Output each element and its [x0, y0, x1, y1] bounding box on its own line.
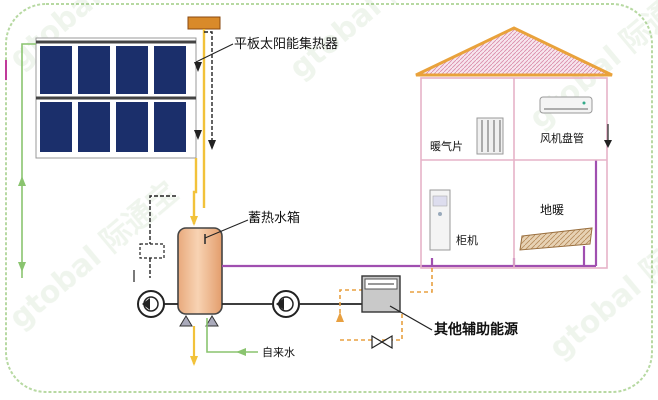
cabinet-ac-unit [429, 189, 451, 251]
arrow-up-icon [336, 312, 344, 322]
floor-heating-slab [519, 227, 593, 251]
arrow-down-icon [190, 356, 198, 366]
arrow-down-icon [18, 262, 26, 272]
collector-leader-line [195, 43, 234, 63]
arrow-up-icon [18, 176, 26, 186]
solar-panel [78, 102, 110, 152]
arrow-down-icon [194, 130, 202, 140]
solar-panel [116, 46, 148, 94]
solar-panel [40, 102, 72, 152]
fan-coil-unit [539, 96, 593, 114]
fan-coil-label: 风机盘管 [540, 131, 584, 145]
tap-water-label: 自来水 [262, 346, 295, 359]
floor-heating-label: 地暖 [540, 203, 564, 217]
collector-label: 平板太阳能集热器 [234, 36, 338, 52]
right-pump [272, 290, 300, 318]
arrow-left-icon [236, 348, 246, 356]
storage-tank [177, 227, 223, 327]
tank-foot [179, 315, 193, 327]
arrow-down-icon [194, 62, 202, 72]
controller-box [139, 243, 165, 259]
arrow-down-icon [190, 216, 198, 226]
temperature-sensor [187, 16, 221, 30]
aux-leader-line [389, 305, 433, 331]
outer-frame [5, 3, 653, 393]
roof [415, 26, 613, 77]
arrow-down-icon [604, 140, 612, 148]
green-return-loop [21, 43, 36, 278]
tank-foot [205, 315, 219, 327]
radiator-unit [476, 117, 504, 155]
cabinet-unit-label: 柜机 [456, 233, 478, 247]
heating-loop-pipe [222, 160, 598, 268]
tank-leader-line [204, 219, 249, 239]
arrow-down-icon [208, 140, 216, 150]
hot-water-pipe [192, 29, 206, 224]
house [415, 26, 613, 269]
solar-panel [154, 46, 186, 94]
aux-heater-unit [361, 275, 401, 313]
radiator-label: 暖气片 [430, 139, 463, 153]
aux-energy-label: 其他辅助能源 [434, 321, 518, 338]
storage-tank-label: 蓄热水箱 [248, 210, 300, 226]
left-pump [137, 290, 165, 318]
solar-panel [40, 46, 72, 94]
aux-dashed-pipe [339, 268, 433, 341]
solar-panel [78, 46, 110, 94]
solar-panel [154, 102, 186, 152]
watermark-5: gtobal 际通宝 [543, 205, 658, 366]
solar-collector [35, 37, 197, 159]
valve-icon [371, 334, 393, 350]
solar-panel [116, 102, 148, 152]
